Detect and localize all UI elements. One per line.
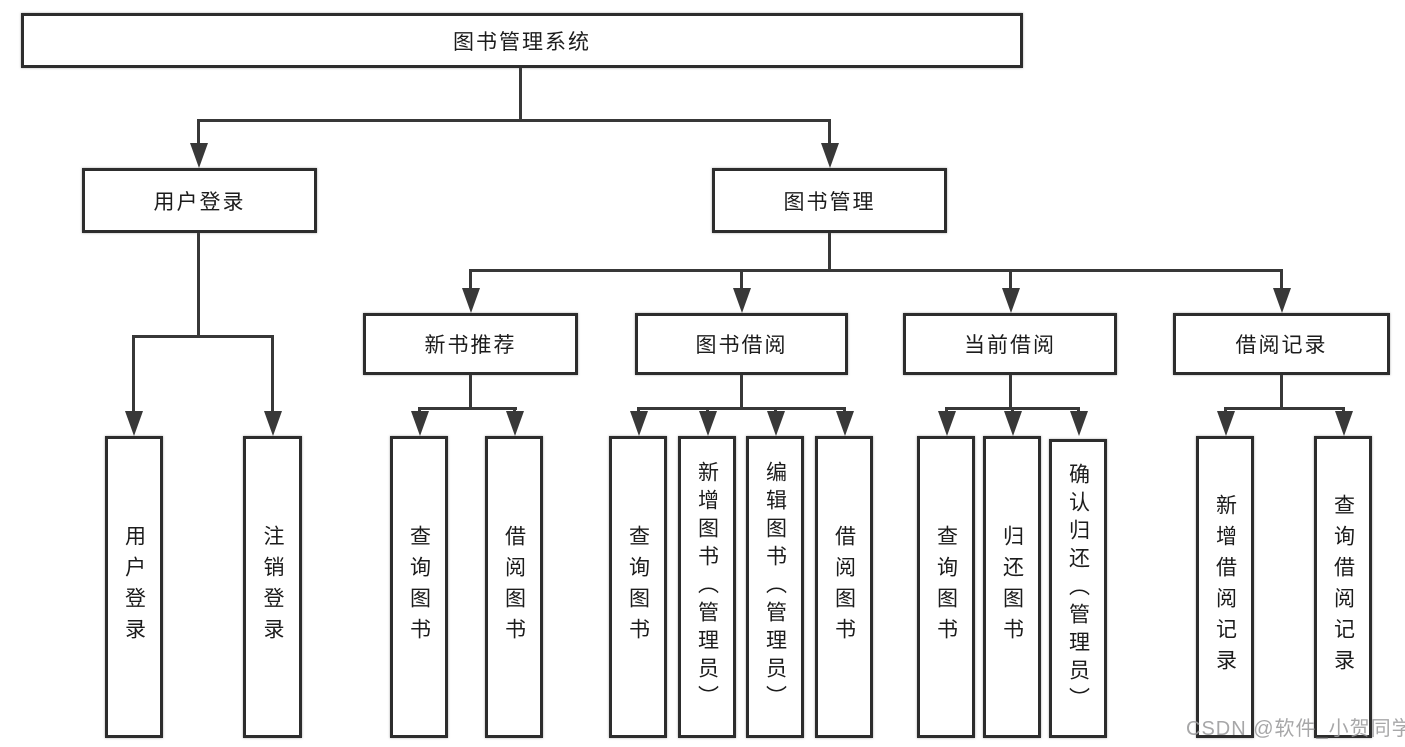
leaf-label: 新增图书（管理员） (695, 461, 719, 713)
leaf-label: 新增借阅记录 (1213, 494, 1237, 680)
connector-bus-new-book (418, 407, 517, 410)
connector-line (469, 375, 472, 407)
connector-bus-user-login (132, 335, 274, 338)
connector-line (1009, 375, 1012, 407)
node-label: 借阅记录 (1235, 334, 1328, 357)
connector-line (197, 232, 200, 335)
leaf-label: 查询借阅记录 (1331, 494, 1355, 680)
leaf-return-book: 归还图书 (983, 436, 1041, 738)
arrow-down-icon (938, 411, 956, 436)
node-new-book-recommend: 新书推荐 (363, 313, 578, 375)
leaf-borrow-books: 借阅图书 (815, 436, 873, 738)
node-label: 图书管理 (783, 190, 876, 214)
leaf-label: 借阅图书 (832, 525, 856, 649)
node-label: 图书借阅 (695, 334, 788, 357)
arrow-down-icon (411, 411, 429, 436)
arrow-down-icon (1002, 288, 1020, 313)
connector-bus-borrow-records (1224, 407, 1344, 410)
leaf-label: 查询图书 (407, 525, 431, 649)
leaf-logout: 注销登录 (243, 436, 302, 738)
connector-line (1280, 375, 1283, 407)
arrow-down-icon (1004, 411, 1022, 436)
node-label: 当前借阅 (964, 334, 1056, 357)
arrow-down-icon (462, 288, 480, 313)
arrow-down-icon (1273, 288, 1291, 313)
arrow-down-icon (1335, 411, 1353, 436)
watermark: CSDN @软件_小贺同学 (1186, 718, 1405, 740)
connector-line (828, 232, 831, 269)
leaf-label: 确认归还（管理员） (1066, 462, 1090, 715)
arrow-down-icon (836, 411, 854, 436)
leaf-label: 归还图书 (1000, 525, 1024, 649)
connector-bus-book-borrow (637, 407, 845, 410)
node-current-borrow: 当前借阅 (903, 313, 1117, 375)
leaf-label: 借阅图书 (502, 525, 526, 649)
leaf-label: 查询图书 (934, 525, 958, 649)
leaf-add-book-admin: 新增图书（管理员） (678, 436, 736, 738)
node-root-label: 图书管理系统 (453, 30, 591, 54)
connector-line (828, 119, 831, 145)
arrow-down-icon (1070, 411, 1088, 436)
leaf-query-books-current: 查询图书 (917, 436, 975, 738)
node-borrow-records: 借阅记录 (1173, 313, 1390, 375)
leaf-label: 用户登录 (122, 525, 146, 649)
leaf-edit-book-admin: 编辑图书（管理员） (746, 436, 804, 738)
leaf-confirm-return-admin: 确认归还（管理员） (1049, 439, 1107, 738)
arrow-down-icon (1217, 411, 1235, 436)
arrow-down-icon (190, 143, 208, 168)
arrow-down-icon (264, 411, 282, 436)
connector-line (1280, 269, 1283, 291)
arrow-down-icon (821, 143, 839, 168)
connector-line (740, 375, 743, 407)
leaf-borrow-books-recommend: 借阅图书 (485, 436, 543, 738)
leaf-query-books-recommend: 查询图书 (390, 436, 448, 738)
connector-line (740, 269, 743, 291)
node-label: 新书推荐 (424, 334, 517, 357)
leaf-label: 注销登录 (261, 525, 284, 649)
connector-bus-level3 (469, 269, 1282, 272)
arrow-down-icon (767, 411, 785, 436)
connector-line (1009, 269, 1012, 291)
connector-bus-level2 (197, 119, 831, 122)
leaf-query-borrow-record: 查询借阅记录 (1314, 436, 1372, 738)
leaf-add-borrow-record: 新增借阅记录 (1196, 436, 1254, 738)
connector-line (469, 269, 472, 291)
connector-root-drop (519, 68, 522, 119)
connector-line (197, 119, 200, 145)
connector-line (271, 335, 274, 413)
arrow-down-icon (125, 411, 143, 436)
leaf-label: 查询图书 (626, 525, 650, 649)
arrow-down-icon (699, 411, 717, 436)
node-book-management: 图书管理 (712, 168, 947, 233)
node-root: 图书管理系统 (21, 13, 1023, 68)
node-book-borrow: 图书借阅 (635, 313, 848, 375)
leaf-user-login: 用户登录 (105, 436, 163, 738)
node-user-login: 用户登录 (82, 168, 317, 233)
leaf-query-books-borrow: 查询图书 (609, 436, 667, 738)
leaf-label: 编辑图书（管理员） (763, 461, 787, 713)
connector-line (132, 335, 135, 413)
arrow-down-icon (733, 288, 751, 313)
arrow-down-icon (630, 411, 648, 436)
node-label: 用户登录 (153, 190, 246, 214)
arrow-down-icon (506, 411, 524, 436)
